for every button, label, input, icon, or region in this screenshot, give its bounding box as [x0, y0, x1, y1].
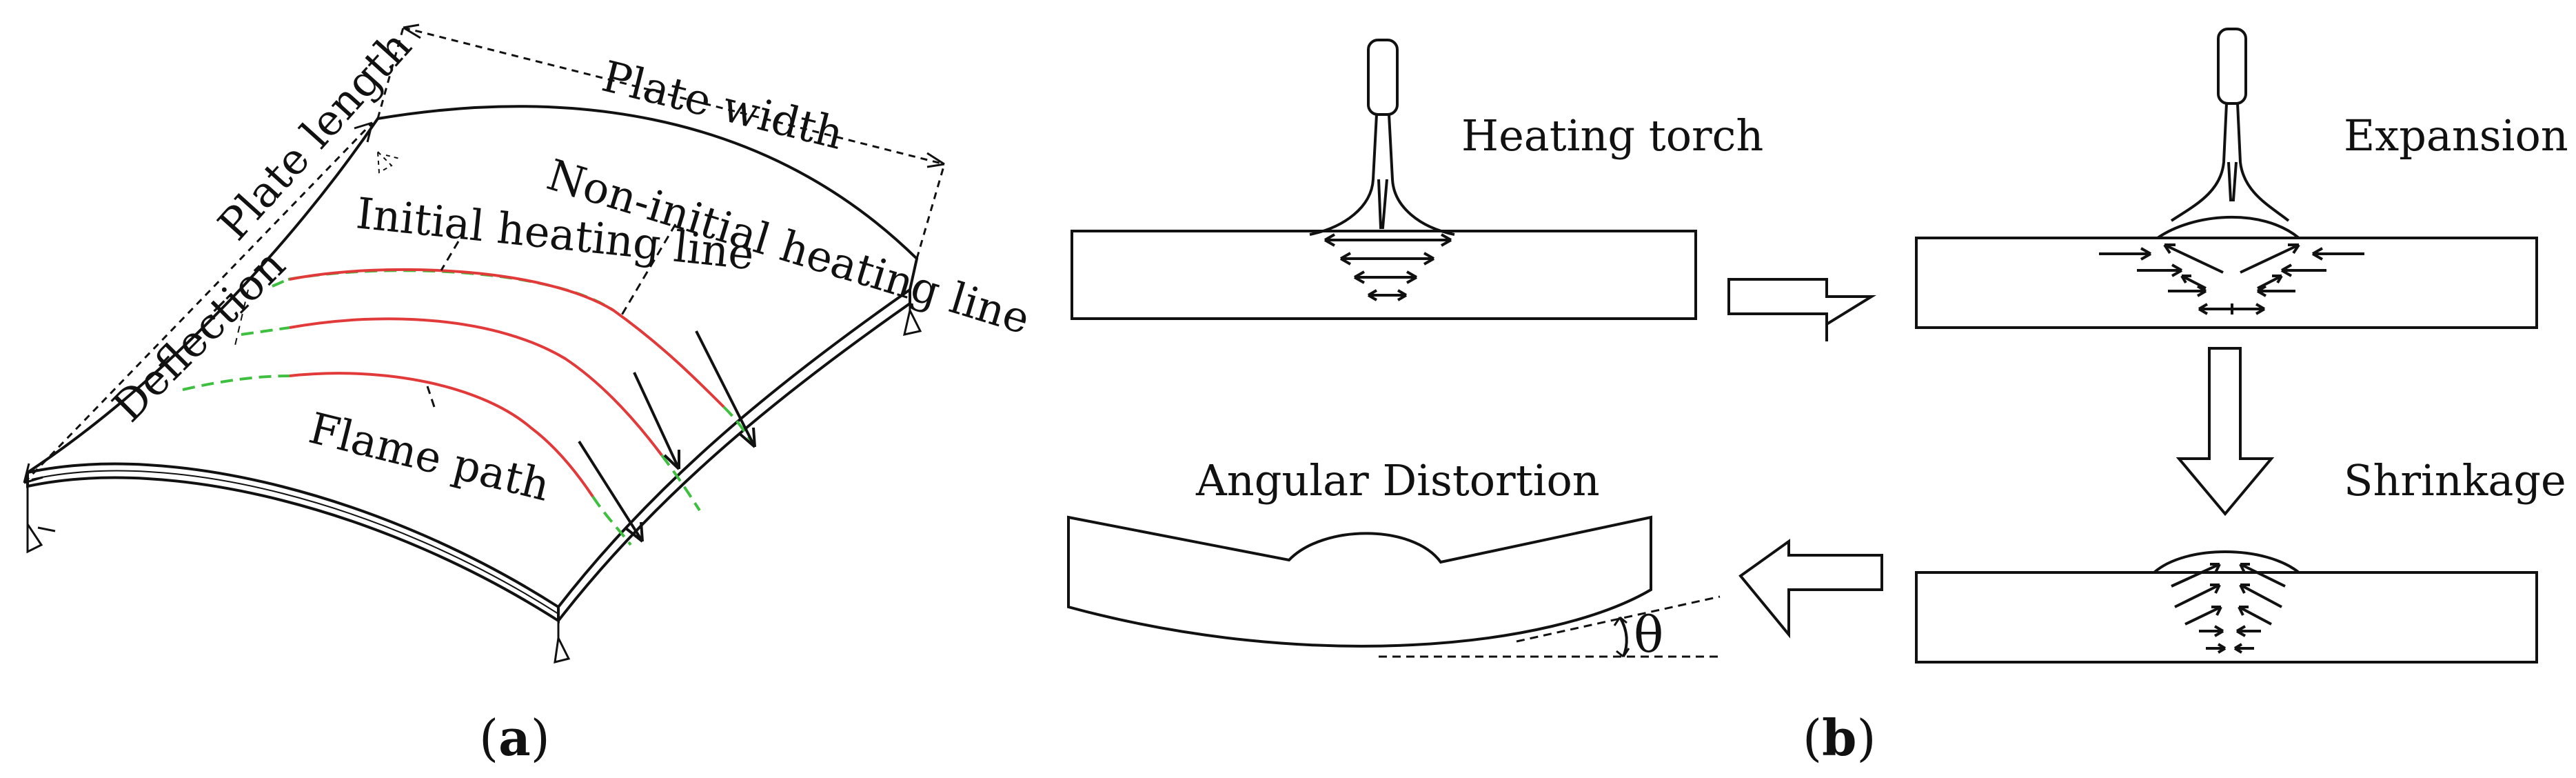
label-plate-width: Plate width	[597, 51, 848, 159]
shrinkage-arrows	[2171, 563, 2286, 654]
theta-arc-arrows	[1613, 616, 1630, 658]
arrow-left	[1738, 539, 1883, 639]
expansion-arrows	[2099, 243, 2364, 315]
panel-a: Plate width Plate length Initial heating…	[23, 21, 1035, 767]
label-deflection: Deflection	[103, 239, 295, 432]
heat-arrows-1	[1324, 233, 1452, 301]
dim-plate-length	[23, 121, 374, 484]
path-arrows	[578, 330, 756, 543]
dim-deflection	[234, 289, 249, 349]
plate-edge-front	[26, 472, 560, 624]
distorted-plate	[1067, 515, 1652, 648]
caption-b: (b)	[1803, 708, 1876, 767]
step-expansion: Expansion	[1915, 28, 2568, 329]
support-right	[903, 303, 922, 336]
support-top	[376, 150, 400, 174]
label-heating-torch: Heating torch	[1461, 110, 1763, 161]
bulge-expansion	[2156, 216, 2300, 239]
support-left	[26, 486, 56, 554]
heating-line-1	[272, 268, 753, 443]
caption-a: (a)	[479, 708, 550, 767]
arrow-down	[2176, 347, 2275, 517]
plate-step-2	[1915, 237, 2538, 329]
arrow-right	[1727, 278, 1877, 341]
step-heating: Heating torch	[1071, 39, 1763, 320]
label-expansion: Expansion	[2344, 110, 2568, 161]
step-shrinkage: Shrinkage	[1915, 455, 2566, 664]
bulge-shrinkage	[2153, 550, 2300, 574]
heating-line-3	[182, 372, 632, 546]
torch-1	[1309, 39, 1455, 236]
plate-step-3	[1915, 571, 2538, 664]
dim-plate-width	[376, 23, 946, 259]
torch-2	[2170, 28, 2290, 222]
plate-top-surface	[26, 105, 919, 609]
support-bottom	[554, 621, 571, 664]
step-angular-distortion: θ Angular Distortion	[1067, 455, 1721, 664]
label-angular-distortion: Angular Distortion	[1195, 455, 1600, 506]
label-shrinkage: Shrinkage	[2344, 455, 2566, 506]
heating-line-2	[241, 317, 701, 512]
plate-step-1	[1071, 230, 1697, 320]
plate-edge-right	[557, 290, 911, 622]
label-theta: θ	[1634, 606, 1663, 664]
plate-inner-edge	[31, 470, 559, 615]
panel-b: Heating torch	[1067, 28, 2568, 767]
leader-lines	[426, 223, 677, 408]
